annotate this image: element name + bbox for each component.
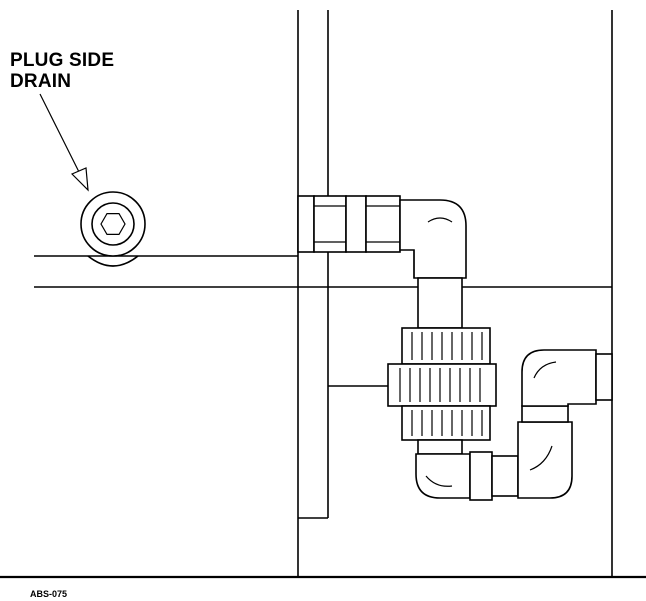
vertical-pipe	[417, 277, 463, 329]
lower-connector-pipe	[491, 455, 519, 497]
drain-plug	[80, 191, 146, 267]
lower-right-elbow	[517, 405, 573, 499]
union-assembly	[387, 327, 497, 441]
callout-line-1: PLUG SIDE	[10, 50, 115, 71]
outlet-elbow	[521, 349, 613, 407]
hex-plug-icon	[100, 213, 126, 235]
bulkhead-fittings	[297, 195, 401, 253]
upper-elbow	[399, 199, 467, 279]
callout-leader	[39, 93, 89, 192]
drain-callout-label: PLUG SIDE DRAIN	[10, 50, 114, 92]
callout-line-2: DRAIN	[10, 71, 72, 92]
figure-id: ABS-075	[30, 589, 68, 599]
lower-left-elbow	[415, 439, 493, 501]
